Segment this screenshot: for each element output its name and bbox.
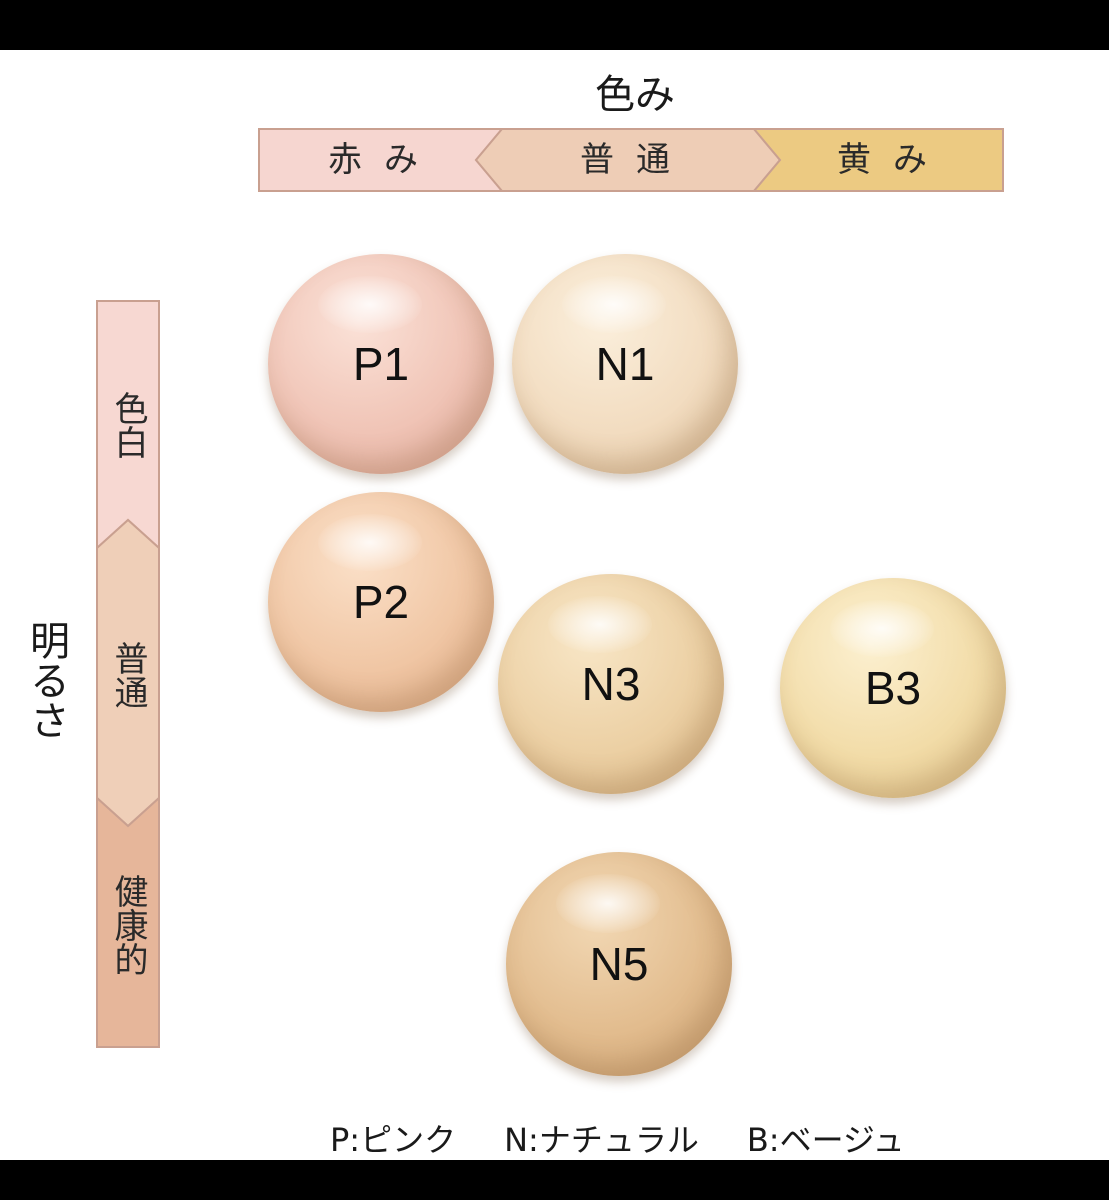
hue-axis-title: 色み (595, 72, 675, 118)
brightness-label-normal: 普通 (108, 641, 148, 709)
hue-label-red: 赤み (328, 140, 440, 180)
legend-item-beige: B:ベージュ (746, 1121, 905, 1159)
bottom-black-band (0, 1160, 1109, 1200)
swatch-label: P1 (352, 338, 410, 390)
swatch-n1: N1 (512, 254, 738, 474)
top-black-band (0, 0, 1109, 50)
swatch-p2: P2 (268, 492, 494, 712)
swatch-label: P2 (352, 576, 410, 628)
hue-scale-bar (258, 128, 1004, 192)
hue-label-normal: 普通 (580, 140, 692, 180)
brightness-label-fair: 色白 (108, 391, 148, 459)
legend-item-pink: P:ピンク (330, 1121, 457, 1159)
hue-segment-yellow (751, 128, 1004, 192)
swatch-p1: P1 (268, 254, 494, 474)
swatch-b3: B3 (780, 578, 1006, 798)
brightness-segment-healthy (96, 795, 160, 1048)
hue-label-yellow: 黄み (837, 140, 949, 180)
legend-item-natural: N:ナチュラル (504, 1121, 699, 1159)
swatch-label: N5 (589, 938, 649, 990)
legend: P:ピンク N:ナチュラル B:ベージュ (330, 1118, 905, 1162)
brightness-axis-title: 明るさ (23, 620, 69, 740)
swatch-label: N1 (595, 338, 655, 390)
swatch-label: B3 (864, 662, 922, 714)
brightness-label-healthy: 健康的 (108, 874, 148, 976)
swatch-n5: N5 (506, 852, 732, 1076)
swatch-label: N3 (581, 658, 641, 710)
swatch-n3: N3 (498, 574, 724, 794)
brightness-scale-bar (96, 300, 160, 1048)
